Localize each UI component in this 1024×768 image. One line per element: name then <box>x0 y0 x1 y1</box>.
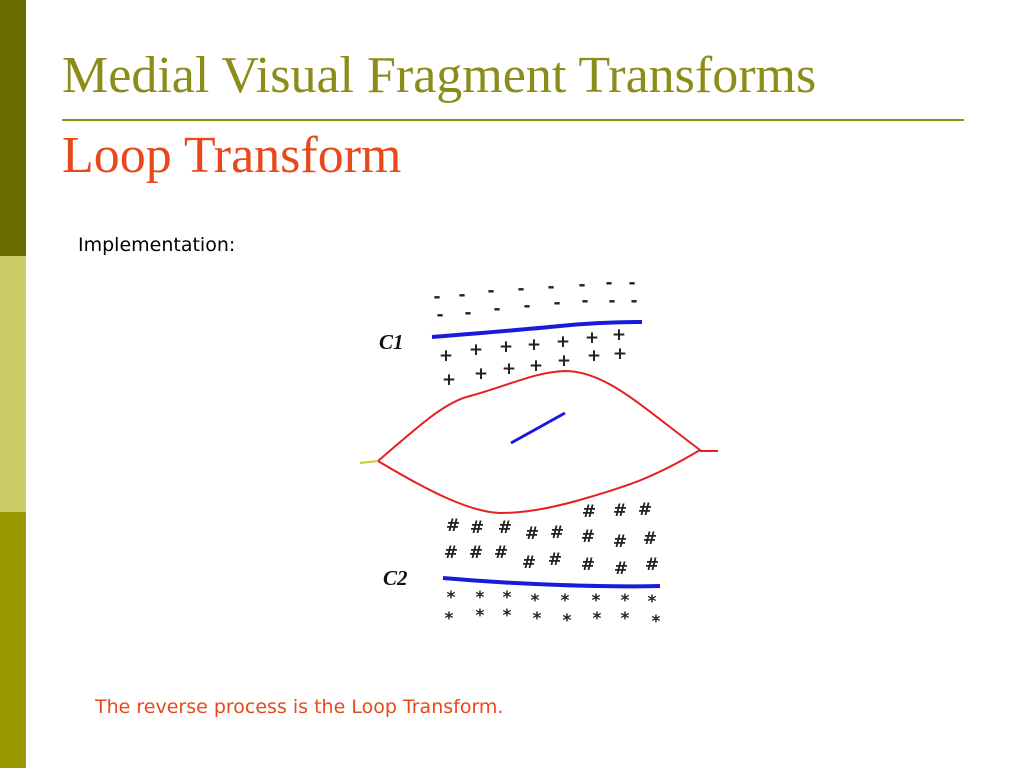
star-sign: * <box>503 606 512 626</box>
plus-sign: + <box>587 346 601 366</box>
slide-title: Medial Visual Fragment Transforms <box>62 47 817 104</box>
star-sign: * <box>648 592 657 612</box>
boundary-symbols: ----------------++++++++++++++##########… <box>433 273 660 632</box>
minus-sign: - <box>433 287 440 307</box>
curve-label-c2: C2 <box>383 566 408 590</box>
plus-sign: + <box>529 356 543 376</box>
star-sign: * <box>563 611 572 631</box>
implementation-label: Implementation: <box>78 234 236 256</box>
plus-sign: + <box>499 337 513 357</box>
slide-subtitle: Loop Transform <box>62 127 402 184</box>
plus-sign: + <box>502 359 516 379</box>
star-sign: * <box>503 588 512 608</box>
plus-sign: + <box>442 370 456 390</box>
hash-sign: # <box>470 518 484 538</box>
minus-sign: - <box>547 277 554 297</box>
star-sign: * <box>533 609 542 629</box>
plus-sign: + <box>585 328 599 348</box>
hash-sign: # <box>581 527 595 547</box>
hash-sign: # <box>498 518 512 538</box>
plus-sign: + <box>527 335 541 355</box>
hash-sign: # <box>645 555 659 575</box>
title-divider <box>62 119 964 121</box>
star-sign: * <box>561 591 570 611</box>
hash-sign: # <box>446 516 460 536</box>
sidebar-band-middle <box>0 256 26 512</box>
star-sign: * <box>447 588 456 608</box>
minus-sign: - <box>578 275 585 295</box>
curve-c2 <box>442 576 661 589</box>
minus-sign: - <box>517 279 524 299</box>
minus-sign: - <box>487 281 494 301</box>
hash-sign: # <box>643 529 657 549</box>
star-sign: * <box>531 591 540 611</box>
hash-sign: # <box>469 543 483 563</box>
hash-sign: # <box>525 524 539 544</box>
minus-sign: - <box>630 291 637 311</box>
minus-sign: - <box>605 273 612 293</box>
medial-segment <box>510 411 566 445</box>
minus-sign: - <box>553 293 560 313</box>
hash-sign: # <box>548 550 562 570</box>
plus-sign: + <box>613 344 627 364</box>
hash-sign: # <box>522 553 536 573</box>
minus-sign: - <box>523 296 530 316</box>
minus-sign: - <box>628 273 635 293</box>
curve-c1 <box>431 320 643 339</box>
hash-sign: # <box>550 523 564 543</box>
sidebar-band-bottom <box>0 512 26 768</box>
star-sign: * <box>445 609 454 629</box>
curve-label-c1: C1 <box>379 330 404 354</box>
plus-sign: + <box>612 325 626 345</box>
hash-sign: # <box>613 532 627 552</box>
minus-sign: - <box>608 291 615 311</box>
plus-sign: + <box>469 340 483 360</box>
star-sign: * <box>621 591 630 611</box>
hash-sign: # <box>613 501 627 521</box>
minus-sign: - <box>464 303 471 323</box>
hash-sign: # <box>614 559 628 579</box>
plus-sign: + <box>474 364 488 384</box>
hash-sign: # <box>494 543 508 563</box>
star-sign: * <box>476 606 485 626</box>
minus-sign: - <box>436 305 443 325</box>
loop-entry-stub <box>359 460 379 464</box>
star-sign: * <box>592 591 601 611</box>
loop-shape <box>376 369 702 515</box>
footer-note: The reverse process is the Loop Transfor… <box>95 696 504 718</box>
star-sign: * <box>593 609 602 629</box>
star-sign: * <box>476 588 485 608</box>
plus-sign: + <box>557 351 571 371</box>
hash-sign: # <box>444 543 458 563</box>
minus-sign: - <box>458 285 465 305</box>
plus-sign: + <box>439 346 453 366</box>
sidebar-band-top <box>0 0 26 256</box>
star-sign: * <box>652 612 661 632</box>
minus-sign: - <box>493 299 500 319</box>
hash-sign: # <box>638 500 652 520</box>
plus-sign: + <box>556 332 570 352</box>
star-sign: * <box>621 609 630 629</box>
hash-sign: # <box>581 555 595 575</box>
hash-sign: # <box>582 502 596 522</box>
minus-sign: - <box>581 291 588 311</box>
